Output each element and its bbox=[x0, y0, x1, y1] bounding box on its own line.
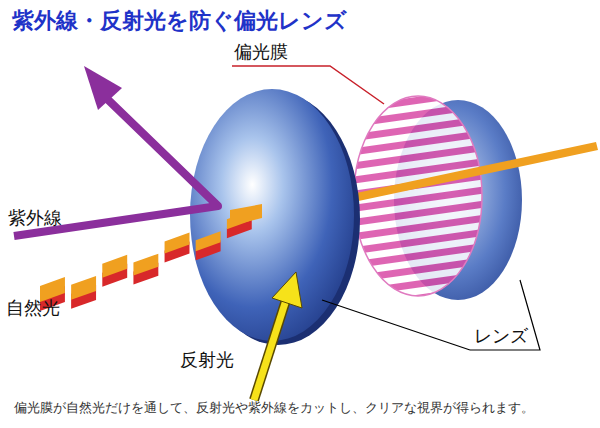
film-label: 偏光膜 bbox=[234, 41, 288, 62]
reflected-label: 反射光 bbox=[180, 349, 234, 370]
film-leader bbox=[232, 66, 384, 104]
polarizing-film bbox=[350, 90, 490, 310]
lens-leader bbox=[322, 300, 470, 350]
title: 紫外線・反射光を防ぐ偏光レンズ bbox=[12, 8, 347, 33]
natural-light-band bbox=[40, 204, 262, 311]
natural-light-label-box: 自然光 bbox=[6, 296, 60, 320]
film-label-box: 偏光膜 bbox=[234, 40, 288, 64]
front-lens bbox=[190, 89, 354, 341]
uv-arrowhead bbox=[84, 66, 122, 110]
reflected-arrow bbox=[254, 300, 286, 400]
natural-light-label: 自然光 bbox=[6, 297, 60, 318]
reflected-arrowhead bbox=[272, 272, 302, 308]
title-box: 紫外線・反射光を防ぐ偏光レンズ bbox=[12, 6, 347, 36]
lens-label: レンズ bbox=[474, 325, 528, 346]
caption-box: 偏光膜が自然光だけを通して、反射光や紫外線をカットし、クリアな視界が得られます。 bbox=[14, 400, 534, 417]
caption: 偏光膜が自然光だけを通して、反射光や紫外線をカットし、クリアな視界が得られます。 bbox=[14, 400, 534, 415]
reflected-label-box: 反射光 bbox=[180, 348, 234, 372]
uv-label: 紫外線 bbox=[8, 207, 62, 228]
lens-label-box: レンズ bbox=[474, 324, 528, 348]
uv-label-box: 紫外線 bbox=[8, 206, 62, 230]
lens-leader bbox=[470, 280, 540, 350]
